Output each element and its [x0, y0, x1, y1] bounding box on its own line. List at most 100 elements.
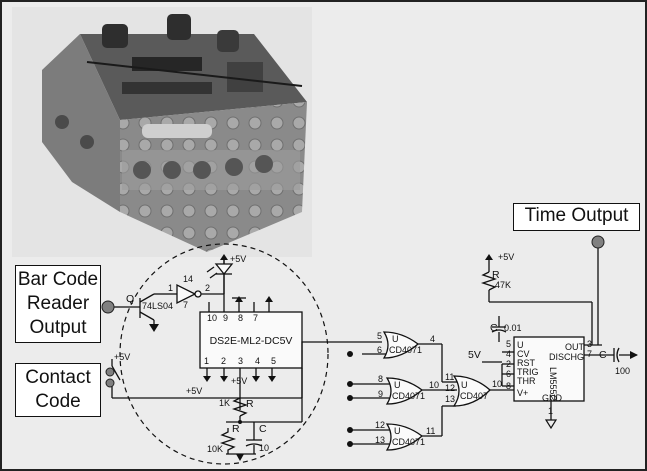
timer-cv: CV: [517, 349, 530, 359]
relay-pin-7: 7: [253, 313, 258, 323]
bar-code-line2: Reader: [26, 293, 90, 314]
contact-code-line1: Contact: [25, 367, 91, 388]
gate2-u: U: [394, 380, 401, 390]
contact-code-label: Contact Code: [15, 363, 101, 417]
r-1k-letter: R: [246, 398, 254, 410]
relay-supply-a: +5V: [186, 386, 202, 396]
gate3-out: 11: [426, 426, 435, 436]
gate2-pin-a: 8: [378, 374, 383, 384]
r47k-supply: +5V: [498, 252, 514, 262]
gate3-u: U: [394, 426, 401, 436]
c001-letter: C: [490, 322, 498, 334]
gate2-pin-b: 9: [378, 389, 383, 399]
timer-gnd: GND: [542, 393, 563, 403]
relay-pin-2: 2: [221, 356, 226, 366]
timer-u: U: [517, 340, 524, 350]
cap-letter: C: [259, 423, 267, 435]
gate4-u: U: [461, 380, 468, 390]
r-10k-letter: R: [232, 423, 240, 435]
inverter-pin-out: 2: [205, 283, 210, 293]
gate4-pin-c: 13: [445, 394, 455, 404]
gate1-part: CD4071: [389, 345, 422, 355]
gate1-pin-b: 6: [377, 345, 382, 355]
inverter-gate: 1 14 2 7: [167, 260, 225, 310]
timer-rst: RST: [517, 358, 536, 368]
gate2-part: CD4071: [392, 391, 425, 401]
or-gate-4: 11 12 13 U CD407 10: [441, 344, 514, 407]
timer-pin-3: 3: [587, 339, 592, 349]
time-output-text: Time Output: [524, 205, 629, 226]
relay-pin-10: 10: [207, 313, 217, 323]
timer-pin-5: 5: [506, 339, 511, 349]
timer-pin-7: 7: [587, 349, 592, 359]
relay-pin-9: 9: [223, 313, 228, 323]
wire-to-gate: [301, 341, 382, 398]
timer-part: LM555C: [548, 367, 558, 402]
contact-code-line2: Code: [35, 391, 81, 412]
r-1k-value: 1K: [219, 398, 230, 408]
relay-pin-8: 8: [238, 313, 243, 323]
output-cap: C 100: [599, 347, 638, 376]
led-supply: +5V: [230, 254, 246, 264]
timer-dischg: DISCHG: [549, 352, 584, 362]
gate4-part: CD407: [460, 391, 488, 401]
timer-body: [513, 336, 585, 402]
timer-pin-4: 4: [506, 349, 511, 359]
device-photo: [12, 7, 312, 257]
or-gate-1: 5 6 U CD4071 4: [347, 331, 442, 359]
time-output-label: Time Output: [513, 203, 640, 231]
relay-supply-b: +5V: [231, 376, 247, 386]
gate4-pin-a: 11: [445, 372, 454, 382]
or-gate-2: 8 9 U CD4071 10: [347, 374, 450, 405]
relay-pin-4: 4: [255, 356, 260, 366]
contact-supply: +5V: [114, 352, 130, 362]
barcode-terminal: [101, 300, 115, 314]
inverter-pin-in: 1: [168, 283, 173, 293]
gate1-u: U: [392, 334, 399, 344]
r-10k-value: 10K: [207, 444, 223, 454]
timer-trig: TRIG: [517, 367, 539, 377]
relay-part: DS2E-ML2-DC5V: [210, 335, 293, 347]
gate3-part: CD4071: [392, 437, 425, 447]
gate2-out: 10: [429, 380, 439, 390]
gate1-out: 4: [430, 334, 435, 344]
gate4-out: 10: [492, 379, 502, 389]
rc-network: 1K R R 10K C 10: [207, 397, 302, 461]
contact-terminal-a: [105, 367, 115, 377]
timer-555: U CV RST TRIG THR V+ 5 4 2 6 8 OUT DISCH…: [468, 336, 614, 430]
c100-value: 100: [615, 366, 630, 376]
timer-passives: +5V R 47K C 0.01: [480, 252, 593, 345]
relay: DS2E-ML2-DC5V 10 9 8 7 1 2 3 4 5 +5V +5V: [186, 294, 303, 410]
bar-code-line1: Bar Code: [17, 269, 99, 290]
input-transistor: Q 74LS04: [120, 293, 173, 332]
transistor-ref: Q: [126, 293, 134, 305]
relay-pin-5: 5: [271, 356, 276, 366]
c100-letter: C: [599, 349, 607, 361]
or-gate-3: 12 13 U CD4071 11: [347, 405, 456, 451]
relay-pin-3: 3: [238, 356, 243, 366]
timer-out: OUT: [565, 342, 585, 352]
r47k-value: 47K: [495, 280, 511, 290]
c001-value: 0.01: [504, 323, 522, 333]
timer-vplus: V+: [517, 388, 528, 398]
led: +5V: [206, 254, 246, 294]
transistor-part: 74LS04: [142, 301, 173, 311]
gate3-pin-a: 12: [375, 420, 385, 430]
gate1-pin-a: 5: [377, 331, 382, 341]
inverter-pin-vcc: 14: [183, 274, 193, 284]
inverter-pin-gnd: 7: [183, 300, 188, 310]
gate4-pin-b: 12: [445, 383, 455, 393]
relay-pin-1: 1: [204, 356, 209, 366]
contact-terminal-b: [105, 378, 115, 388]
relay-module-boundary: [119, 243, 329, 465]
r47k-letter: R: [492, 269, 500, 281]
time-output-terminal: [591, 235, 605, 249]
gate3-pin-b: 13: [375, 435, 385, 445]
bar-code-line3: Output: [29, 317, 87, 338]
bar-code-label: Bar Code Reader Output: [15, 265, 101, 343]
relay-body: [199, 311, 303, 369]
timer-minus5v: 5V: [468, 349, 481, 361]
cap-value: 10: [259, 443, 269, 453]
